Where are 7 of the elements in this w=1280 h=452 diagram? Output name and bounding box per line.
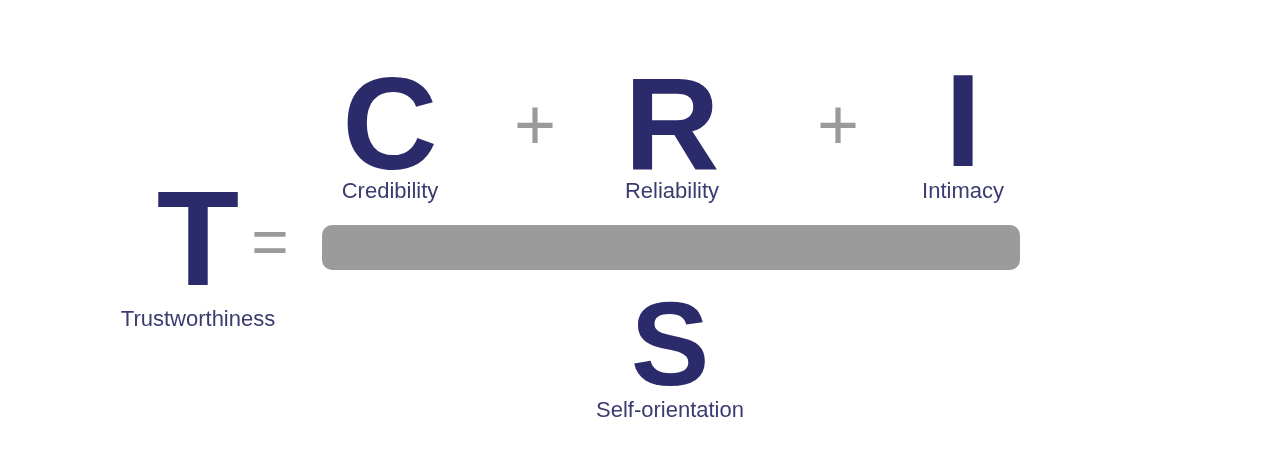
equals-sign: = bbox=[251, 210, 289, 274]
variable-name: Self-orientation bbox=[596, 399, 744, 421]
plus-sign: + bbox=[817, 88, 859, 160]
formula-letter: T bbox=[156, 171, 240, 306]
plus-sign: + bbox=[514, 88, 556, 160]
variable-name: Trustworthiness bbox=[120, 308, 276, 330]
fraction-bar bbox=[322, 225, 1020, 270]
